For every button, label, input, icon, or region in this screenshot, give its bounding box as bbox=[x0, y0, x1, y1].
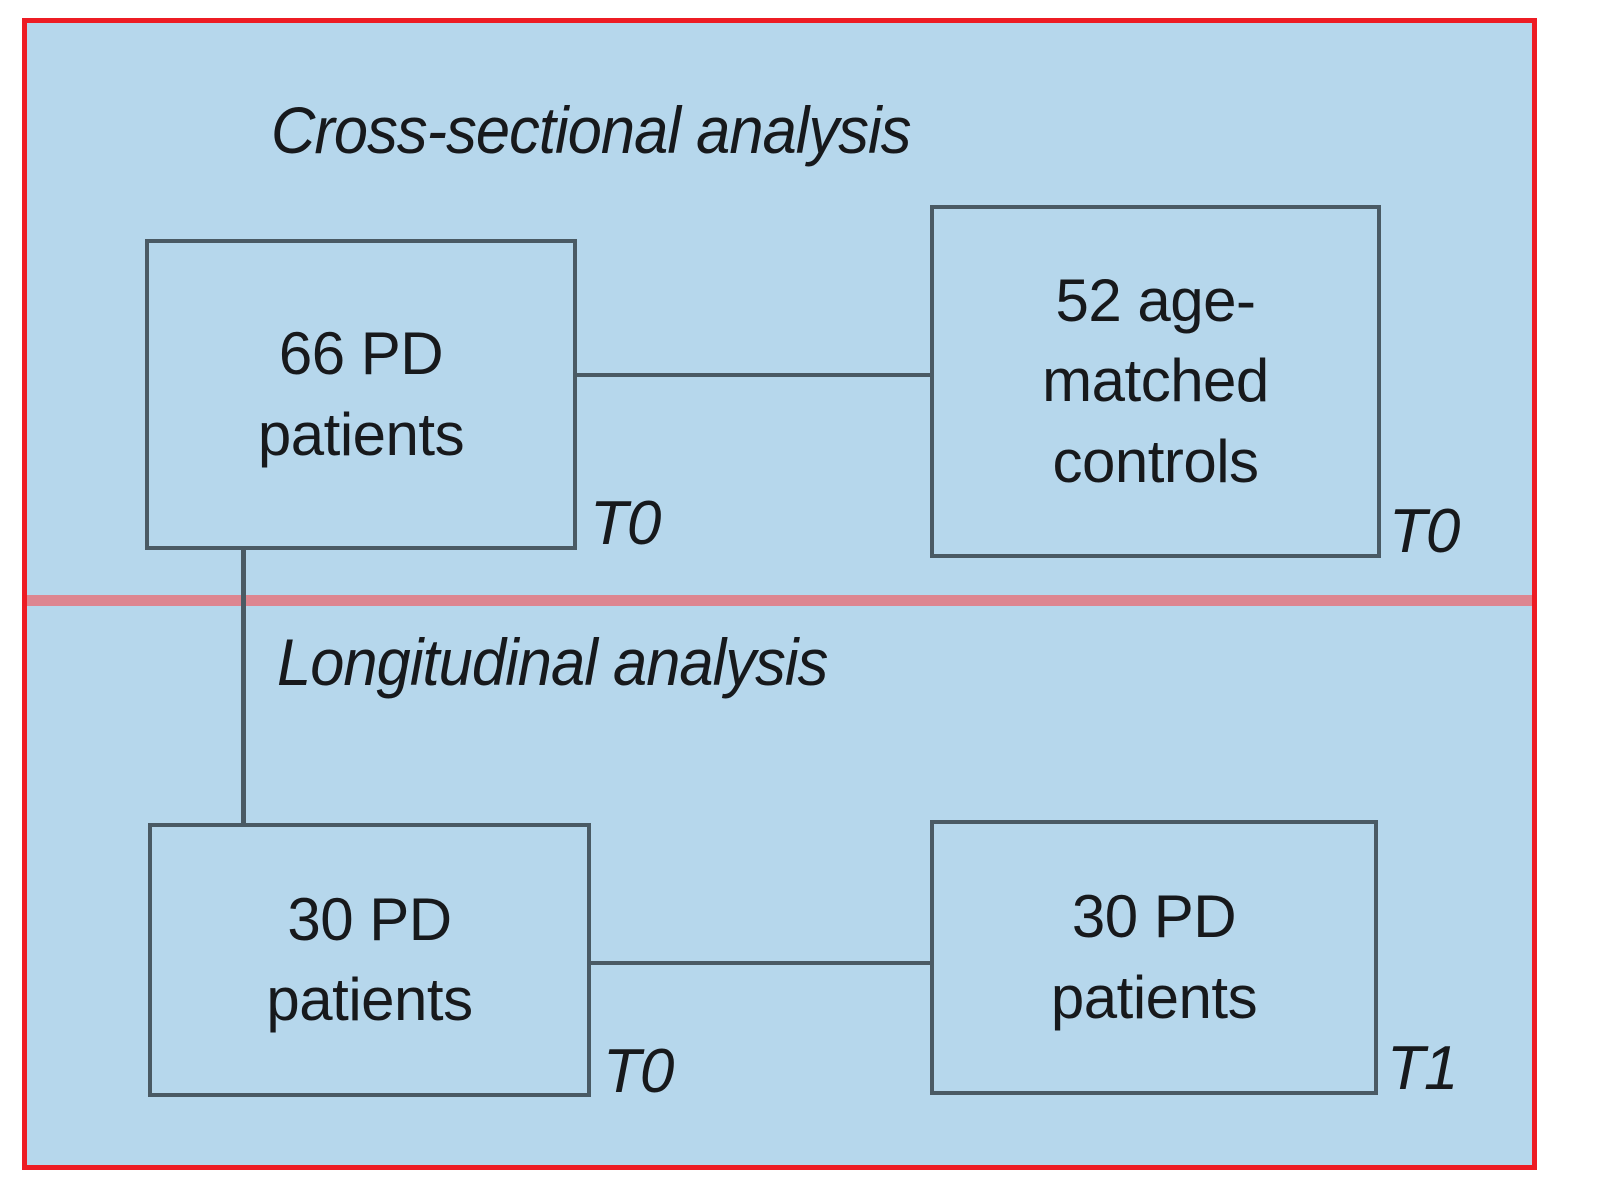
timepoint-label-pd-patients-longitudinal-t0: T0 bbox=[603, 1037, 674, 1106]
timepoint-label-pd-patients-t0: T0 bbox=[590, 489, 661, 558]
box-pd-patients-t0-line-2: patients bbox=[257, 400, 465, 468]
box-age-matched-controls-t0-line-1: 52 age- bbox=[1055, 266, 1257, 334]
section-divider bbox=[27, 595, 1532, 606]
box-pd-patients-longitudinal-t1-line-2: patients bbox=[1050, 963, 1258, 1031]
box-pd-patients-t0: 66 PD patients bbox=[145, 239, 577, 550]
box-age-matched-controls-t0-line-3: controls bbox=[1052, 427, 1259, 495]
section-title-cross-sectional: Cross-sectional analysis bbox=[271, 93, 911, 167]
box-pd-patients-t0-line-1: 66 PD bbox=[278, 320, 444, 388]
section-title-longitudinal: Longitudinal analysis bbox=[277, 625, 828, 699]
box-age-matched-controls-t0: 52 age- matched controls bbox=[930, 205, 1381, 558]
study-design-panel: Cross-sectional analysis 66 PD patients … bbox=[22, 18, 1537, 1170]
connector-pd-t0-to-controls-t0 bbox=[577, 373, 930, 377]
box-pd-patients-longitudinal-t0: 30 PD patients bbox=[148, 823, 591, 1097]
box-pd-patients-longitudinal-t1: 30 PD patients bbox=[930, 820, 1378, 1095]
timepoint-label-age-matched-controls-t0: T0 bbox=[1389, 497, 1460, 566]
box-age-matched-controls-t0-line-2: matched bbox=[1042, 347, 1269, 415]
connector-pd-t0-to-pd-long-t0 bbox=[241, 548, 246, 826]
timepoint-label-pd-patients-longitudinal-t1: T1 bbox=[1387, 1034, 1458, 1103]
connector-pd-long-t0-to-pd-long-t1 bbox=[591, 961, 930, 965]
box-pd-patients-longitudinal-t1-line-1: 30 PD bbox=[1071, 883, 1237, 951]
box-pd-patients-longitudinal-t0-line-2: patients bbox=[266, 966, 473, 1033]
box-pd-patients-longitudinal-t0-line-1: 30 PD bbox=[287, 885, 452, 953]
